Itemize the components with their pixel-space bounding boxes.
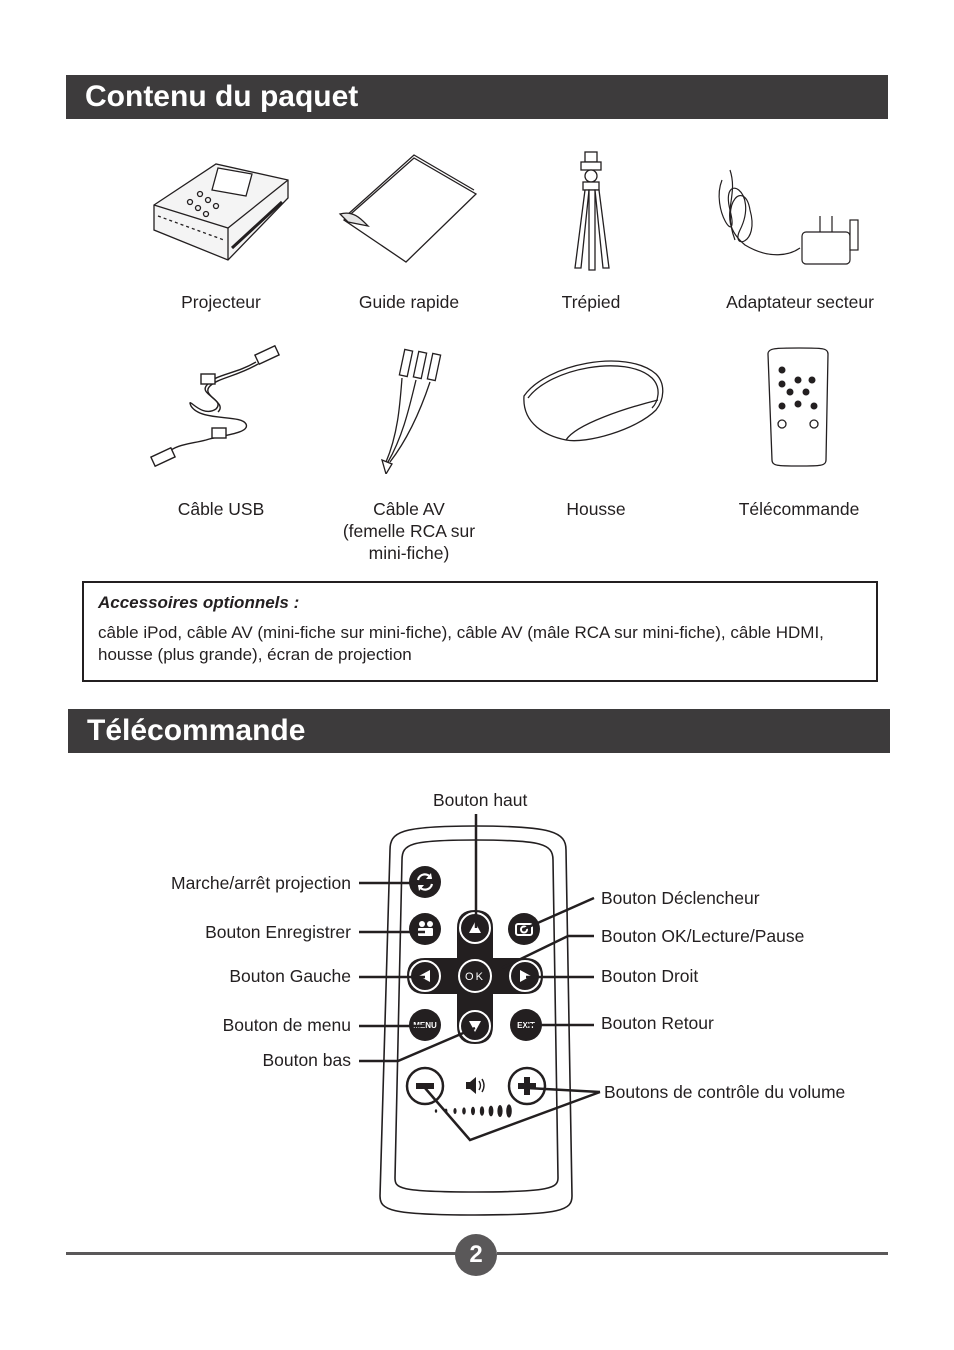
label-right-button: Bouton Droit: [601, 966, 699, 986]
tripod-illustration: [574, 151, 610, 271]
label-power-button: Marche/arrêt projection: [171, 873, 351, 893]
adapter-caption: Adaptateur secteur: [726, 292, 874, 312]
right-arrow-icon: [520, 970, 531, 982]
pouch-caption: Housse: [566, 499, 626, 519]
video-camera-icon: [418, 921, 433, 936]
package-item-adapter: Adaptateur secteur: [700, 150, 900, 313]
remote-caption: Télécommande: [738, 499, 860, 519]
down-button[interactable]: [459, 1010, 491, 1042]
package-item-projector: Projecteur: [146, 150, 296, 313]
package-item-usb-cable: Câble USB: [146, 344, 296, 520]
av-cable-caption: Câble AV (femelle RCA sur mini-fiche): [334, 498, 484, 564]
page-number: 2: [455, 1234, 497, 1276]
label-exit-button: Bouton Retour: [601, 1013, 714, 1033]
ok-button-label: OK: [465, 971, 485, 983]
quick-guide-illustration: [338, 154, 478, 263]
down-arrow-icon: [469, 1021, 481, 1032]
quick-guide-caption: Guide rapide: [358, 292, 460, 312]
volume-down-button[interactable]: [405, 1066, 445, 1106]
minus-icon: [416, 1083, 434, 1089]
label-down-button: Bouton bas: [262, 1050, 351, 1070]
tripod-caption: Trépied: [561, 292, 621, 312]
label-shutter-button: Bouton Déclencheur: [601, 888, 760, 908]
package-item-quick-guide: Guide rapide: [334, 150, 484, 313]
plus-icon: [518, 1077, 536, 1095]
adapter-illustration: [718, 169, 859, 265]
projector-illustration: [153, 163, 289, 261]
right-button[interactable]: [509, 960, 541, 992]
section-title-remote: Télécommande: [68, 709, 890, 753]
label-ok-button: Bouton OK/Lecture/Pause: [601, 926, 805, 946]
av-cable-caption-line-1: Câble AV: [373, 499, 445, 519]
av-cable-caption-line-2: (femelle RCA sur: [342, 521, 476, 541]
volume-up-button[interactable]: [507, 1066, 547, 1106]
section-title-package: Contenu du paquet: [66, 75, 888, 119]
label-volume-buttons: Boutons de contrôle du volume: [604, 1082, 846, 1102]
usb-cable-illustration: [149, 344, 281, 468]
pouch-illustration: [523, 360, 664, 442]
optional-accessories-box: Accessoires optionnels : câble iPod, câb…: [82, 581, 878, 682]
optional-accessories-text: câble iPod, câble AV (mini-fiche sur min…: [98, 623, 824, 664]
record-button[interactable]: [409, 913, 441, 945]
package-item-pouch: Housse: [516, 344, 676, 520]
optional-accessories-title: Accessoires optionnels :: [98, 593, 300, 612]
camera-icon: [515, 923, 533, 936]
av-cable-caption-line-3: mini-fiche): [368, 543, 450, 563]
label-up-button: Bouton haut: [433, 790, 528, 810]
label-record-button: Bouton Enregistrer: [205, 922, 351, 942]
label-menu-button: Bouton de menu: [222, 1015, 351, 1035]
package-item-av-cable: Câble AV (femelle RCA sur mini-fiche): [334, 344, 484, 564]
label-left-button: Bouton Gauche: [229, 966, 351, 986]
package-item-tripod: Trépied: [541, 150, 641, 313]
package-item-remote: Télécommande: [724, 344, 874, 520]
remote-thumbnail-illustration: [767, 347, 829, 467]
speaker-icon: [466, 1077, 485, 1094]
callout-lines: [359, 814, 601, 1142]
menu-button-label: MENU: [413, 1021, 437, 1030]
footer-rule-right: [497, 1252, 888, 1255]
volume-level-indicator: [434, 1104, 512, 1118]
av-cable-illustration: [381, 348, 442, 474]
footer-rule-left: [66, 1252, 456, 1255]
ok-button[interactable]: OK: [458, 959, 492, 993]
projector-caption: Projecteur: [181, 292, 261, 312]
usb-cable-caption: Câble USB: [177, 499, 265, 519]
remote-control-diagram: OK MENU EXIT: [359, 814, 601, 1216]
